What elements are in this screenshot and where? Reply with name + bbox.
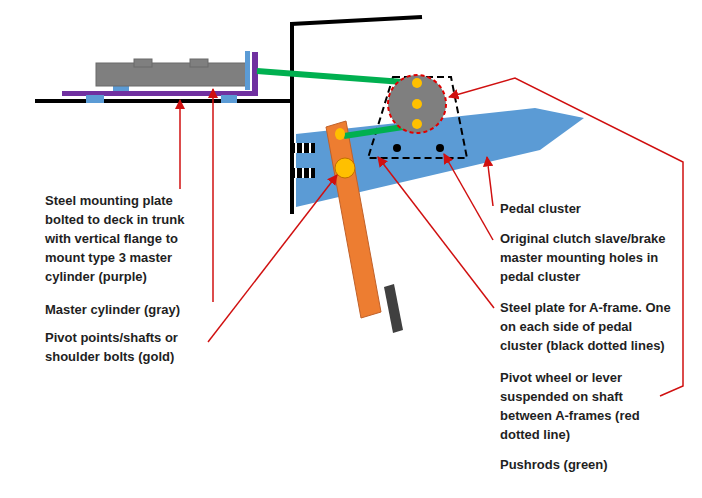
- trunk-deck: [35, 99, 292, 103]
- firewall-bolts: [291, 143, 315, 178]
- leader-lines: [180, 78, 683, 396]
- pivot-point: [412, 119, 422, 129]
- plate-label: Steel mounting plate bolted to deck in t…: [45, 191, 207, 286]
- pushrod: [257, 71, 416, 83]
- firewall-top: [291, 17, 422, 24]
- firewall: [290, 22, 294, 214]
- pivot-wheel: [388, 75, 446, 133]
- pivot-point: [412, 78, 422, 88]
- pivot-point: [412, 99, 422, 109]
- holes-label: Original clutch slave/brake master mount…: [500, 229, 672, 286]
- cylinder-flange: [245, 51, 250, 90]
- pedal-pad: [384, 284, 403, 333]
- bolt-block: [86, 95, 104, 103]
- cylinder-boss: [134, 59, 152, 67]
- cluster-label: Pedal cluster: [500, 199, 672, 218]
- brake-pedal: [326, 121, 381, 318]
- a-frame-label: Steel plate for A-frame. One on each sid…: [500, 298, 672, 355]
- pivot-point: [335, 158, 355, 178]
- master-cylinder: [96, 63, 246, 86]
- bolt-block: [221, 95, 237, 103]
- mounting-hole: [393, 144, 401, 152]
- pivot-label: Pivot points/shafts or shoulder bolts (g…: [45, 328, 205, 366]
- cylinder-boss: [190, 59, 208, 67]
- cylinder-label: Master cylinder (gray): [45, 300, 207, 319]
- pushrod-label: Pushrods (green): [500, 455, 672, 474]
- pivot-point: [335, 128, 345, 140]
- mounting-hole: [436, 144, 444, 152]
- pivot-wheel-label: Pivot wheel or lever suspended on shaft …: [500, 368, 650, 444]
